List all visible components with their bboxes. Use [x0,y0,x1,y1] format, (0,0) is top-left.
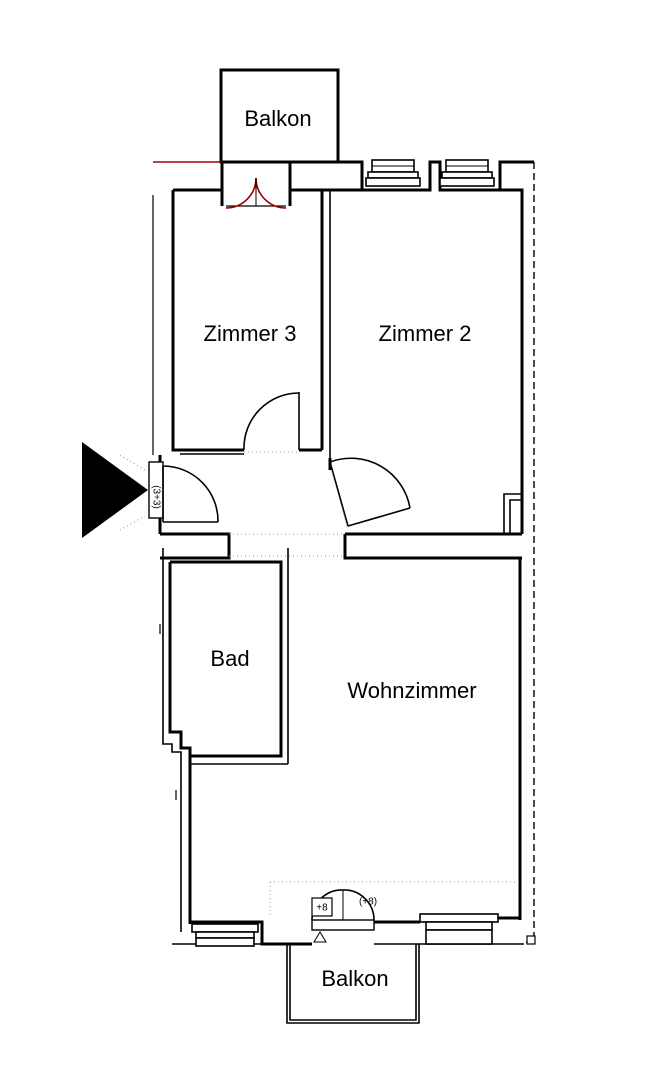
door-swing-icon: (3+3) [148,461,219,523]
tag-right: (+8) [359,897,377,908]
hallway [158,455,522,560]
window-icon [191,923,259,947]
room-wohnzimmer: Wohnzimmer [180,558,522,932]
top-exterior-wall [173,160,534,534]
room-bad: Bad [162,548,289,765]
entrance-arrow-icon [82,442,148,538]
door-swing-icon [225,177,287,209]
door-swing-icon [243,392,300,451]
room-zimmer-3-label: Zimmer 3 [204,321,297,346]
room-bad-label: Bad [210,646,249,671]
room-wohnzimmer-label: Wohnzimmer [347,678,476,703]
balcony-bottom-label: Balkon [321,966,388,991]
balcony-top: Balkon [219,68,340,164]
window-icon [419,913,499,945]
balcony-bottom: Balkon [286,944,420,1024]
entry-tag: (3+3) [150,485,161,509]
room-zimmer-3: Zimmer 3 [171,190,331,458]
window-icon [365,159,421,187]
room-zimmer-2-label: Zimmer 2 [379,321,472,346]
door-swing-icon [329,457,411,527]
room-zimmer-2: Zimmer 2 [328,321,522,536]
balcony-top-label: Balkon [244,106,311,131]
door-swing-icon: +8 (+8) [311,889,377,943]
tag-left: +8 [316,903,328,914]
window-icon [439,159,495,187]
